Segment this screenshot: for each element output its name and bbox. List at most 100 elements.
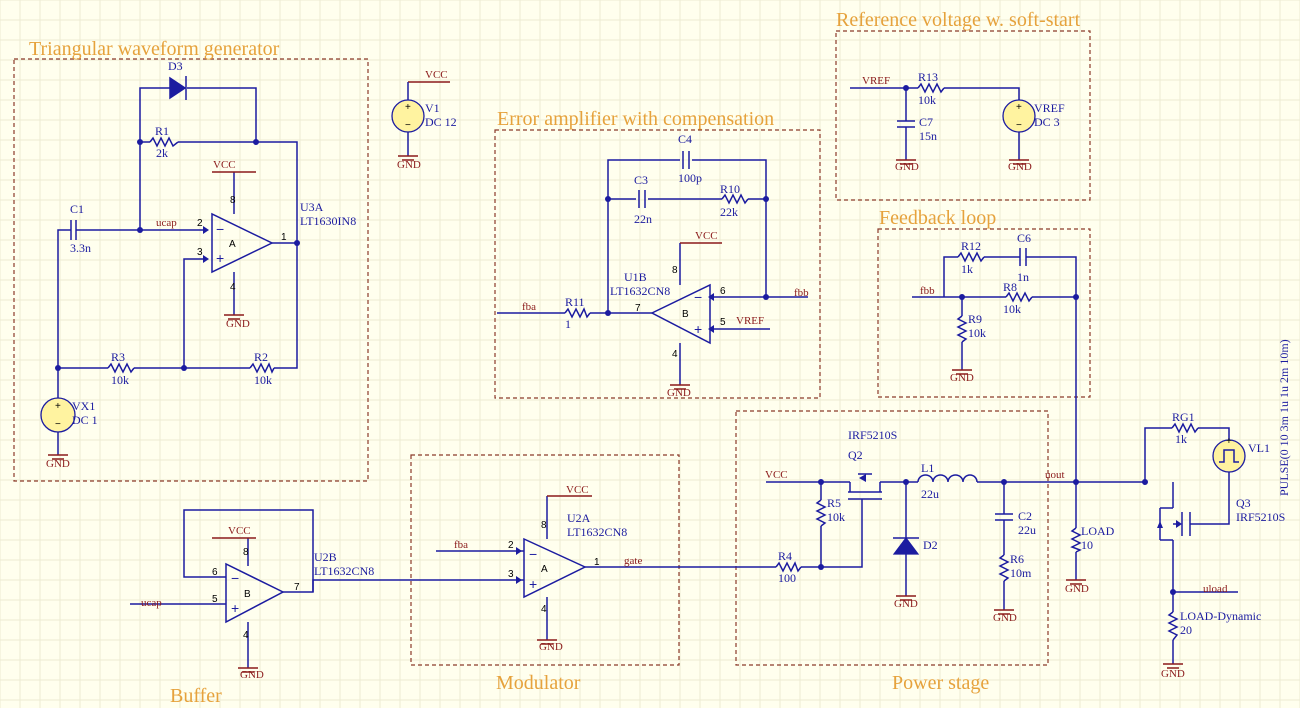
diode-body <box>892 537 920 555</box>
vcc-port: VCC <box>212 525 256 539</box>
value: LT1630IN8 <box>300 214 356 228</box>
net-label-fba: fba <box>522 301 536 313</box>
net-label-fbb: fbb <box>794 287 809 299</box>
capacitor-c2[interactable]: C2 22u <box>995 509 1036 537</box>
opamp-u3a[interactable]: − + A 2 3 1 8 4 U3A LT1630IN8 <box>197 195 356 293</box>
capacitor-c1[interactable]: C1 3.3n <box>66 202 91 255</box>
designator: VREF <box>1034 101 1065 115</box>
capacitor-c7[interactable]: C7 15n <box>897 115 937 143</box>
resistor-r13[interactable]: R13 10k <box>917 70 945 107</box>
value: LT1632CN8 <box>567 525 627 539</box>
wire[interactable] <box>283 579 410 593</box>
plus-sign: + <box>216 250 224 266</box>
mosfet-q2[interactable]: IRF5210S Q2 <box>848 428 897 507</box>
diode-d2[interactable]: D2 <box>892 537 938 555</box>
value: 2k <box>156 146 168 160</box>
wire[interactable] <box>57 229 66 398</box>
pin-number: 8 <box>672 265 678 276</box>
gnd-symbol: GND <box>895 159 919 173</box>
voltage-source-vx1[interactable]: + − VX1 DC 1 <box>40 397 98 433</box>
wire[interactable] <box>1196 472 1230 525</box>
error-amplifier-circuit: C4 100p C3 22n R10 22k R11 1 fba fbb VRE… <box>497 132 809 399</box>
gnd-label: GND <box>667 387 691 399</box>
block-title: Feedback loop <box>879 207 996 229</box>
gnd-symbol: GND <box>1065 579 1089 595</box>
value: IRF5210S <box>1236 510 1285 524</box>
resistor-load[interactable]: LOAD 10 <box>1070 524 1115 553</box>
block-title: Reference voltage w. soft-start <box>836 9 1081 31</box>
opamp-u2a[interactable]: − + A 2 3 1 8 4 U2A LT1632CN8 <box>508 511 627 615</box>
net-label-ucap: ucap <box>156 217 177 229</box>
resistor-r1[interactable]: R1 2k <box>149 124 179 160</box>
unit-label: B <box>244 589 251 600</box>
junction-dot <box>605 196 611 202</box>
value: LT1632CN8 <box>610 284 670 298</box>
net-label-vcc: VCC <box>228 525 251 537</box>
plus-sign: + <box>529 576 537 592</box>
resistor-r10[interactable]: R10 22k <box>720 182 749 219</box>
pin-number: 8 <box>243 547 249 558</box>
resistor-load-dynamic[interactable]: LOAD-Dynamic 20 <box>1167 609 1261 641</box>
wire[interactable] <box>1198 427 1230 440</box>
gnd-label: GND <box>993 612 1017 624</box>
junction-dot <box>903 85 909 91</box>
resistor-r9[interactable]: R9 10k <box>956 312 986 343</box>
gnd-label: GND <box>539 641 563 653</box>
wire[interactable] <box>183 258 207 368</box>
designator: R1 <box>155 124 169 138</box>
resistor-r12[interactable]: R12 1k <box>957 239 985 276</box>
gnd-symbol: GND <box>46 454 70 470</box>
wire[interactable] <box>944 87 1020 100</box>
triangular-generator-circuit: D3 R1 2k C1 3.3n ucap − + A 2 3 1 <box>40 59 356 470</box>
minus-sign: − <box>55 419 61 430</box>
resistor-r6[interactable]: R6 10m <box>998 552 1032 582</box>
wire[interactable] <box>1144 427 1172 482</box>
resistor-r11[interactable]: R11 1 <box>564 295 591 331</box>
pin-number: 1 <box>594 557 600 568</box>
vcc-port: VCC <box>547 484 592 497</box>
reference-voltage-circuit: VREF R13 10k C7 15n + − VREF DC 3 GND G <box>850 70 1065 173</box>
designator: Q2 <box>848 448 863 462</box>
wire[interactable] <box>607 159 680 313</box>
opamp-u1b[interactable]: − + B 6 5 7 8 4 U1B LT1632CN8 <box>610 265 726 360</box>
plus-sign: + <box>1226 436 1232 447</box>
wire[interactable] <box>183 509 314 592</box>
value: 10k <box>918 93 936 107</box>
wire[interactable] <box>139 87 163 230</box>
wire[interactable] <box>692 159 767 297</box>
diode-d3[interactable]: D3 <box>163 59 187 100</box>
resistor-r5[interactable]: R5 10k <box>815 496 845 527</box>
gnd-label: GND <box>1161 668 1185 680</box>
junction-dot <box>763 196 769 202</box>
designator: U2B <box>314 550 337 564</box>
unit-label: B <box>682 309 689 320</box>
pulse-source-vl1[interactable]: + VL1 PULSE(0 10 3m 1u 1u 2m 10m) <box>1212 339 1291 496</box>
block-border <box>410 454 680 666</box>
junction-dot <box>55 365 61 371</box>
minus-sign: − <box>1016 120 1022 131</box>
block-border <box>877 228 1091 398</box>
inductor-l1[interactable]: L1 22u <box>917 461 978 501</box>
resistor-rg1[interactable]: RG1 1k <box>1171 410 1199 446</box>
resistor-body <box>1005 291 1033 303</box>
voltage-source-vref[interactable]: + − VREF DC 3 <box>1002 99 1065 133</box>
designator: R11 <box>565 295 585 309</box>
opamp-u2b[interactable]: − + B 6 5 7 8 4 U2B LT1632CN8 <box>212 547 374 641</box>
resistor-r4[interactable]: R4 100 <box>775 549 802 585</box>
capacitor-c6[interactable]: C6 1n <box>1017 231 1031 284</box>
wire[interactable] <box>187 87 257 142</box>
pin-number: 4 <box>230 282 236 293</box>
resistor-r3[interactable]: R3 10k <box>107 350 135 387</box>
capacitor-c4[interactable]: C4 100p <box>678 132 702 185</box>
mosfet-q3[interactable]: Q3 IRF5210S <box>1157 496 1285 541</box>
wire[interactable] <box>178 141 298 369</box>
resistor-r2[interactable]: R2 10k <box>249 350 275 387</box>
resistor-body <box>917 82 945 94</box>
wire[interactable] <box>1026 256 1077 482</box>
wire[interactable] <box>943 256 958 297</box>
voltage-source-v1[interactable]: VCC + − V1 DC 12 GND <box>391 69 457 171</box>
capacitor-c3[interactable]: C3 22n <box>634 173 652 226</box>
resistor-r8[interactable]: R8 10k <box>1003 280 1033 316</box>
block-border <box>494 129 821 399</box>
